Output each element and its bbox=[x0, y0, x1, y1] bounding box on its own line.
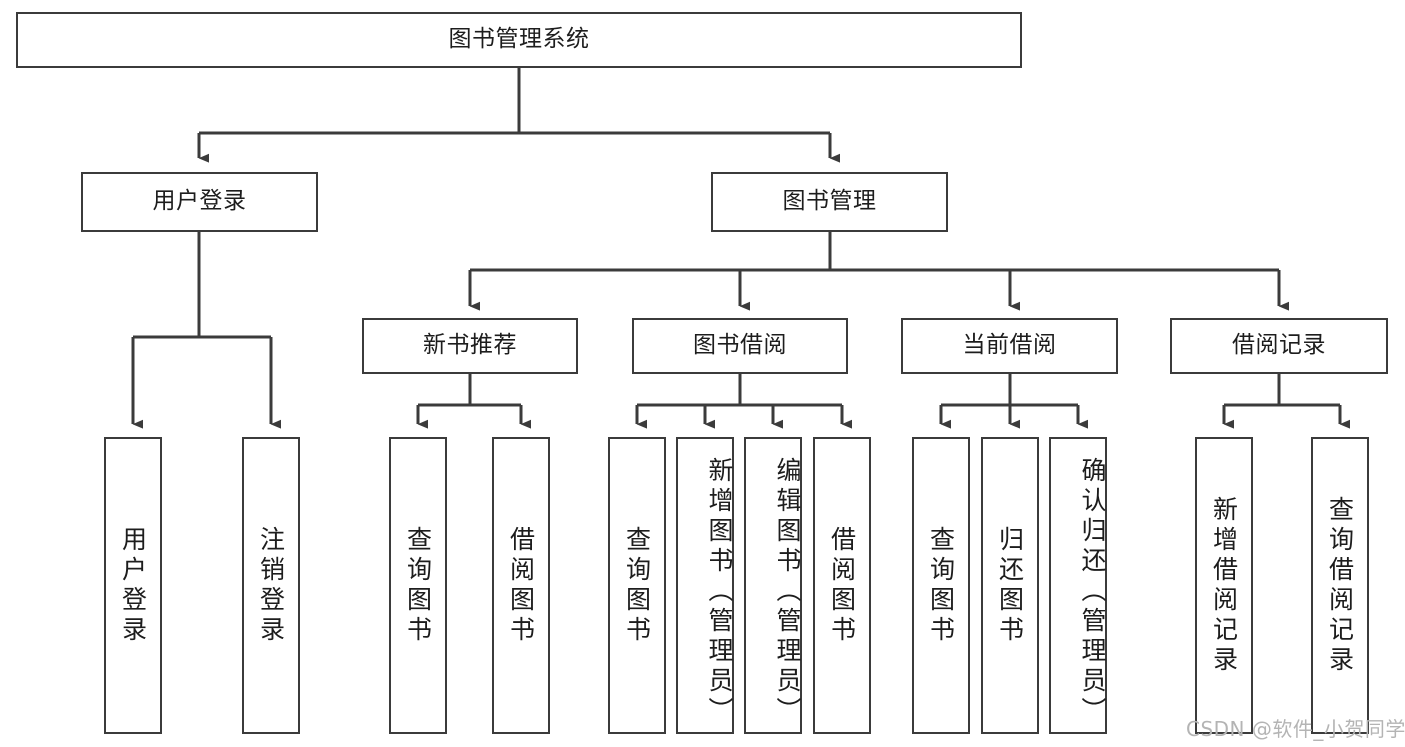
leaf-borrow-edit-book-admin[interactable]: 编辑图书（管理员） bbox=[744, 437, 802, 734]
node-borrow-record[interactable]: 借阅记录 bbox=[1170, 318, 1388, 374]
node-book-manage[interactable]: 图书管理 bbox=[711, 172, 948, 232]
leaf-user-login[interactable]: 用户登录 bbox=[104, 437, 162, 734]
leaf-current-query-book[interactable]: 查询图书 bbox=[912, 437, 970, 734]
node-user-login[interactable]: 用户登录 bbox=[81, 172, 318, 232]
node-current-borrow[interactable]: 当前借阅 bbox=[901, 318, 1118, 374]
leaf-user-logout[interactable]: 注销登录 bbox=[242, 437, 300, 734]
leaf-recommend-borrow-book[interactable]: 借阅图书 bbox=[492, 437, 550, 734]
csdn-watermark: CSDN @软件_小贺同学 bbox=[1186, 717, 1405, 741]
leaf-recommend-query-book[interactable]: 查询图书 bbox=[389, 437, 447, 734]
node-new-book-recommend[interactable]: 新书推荐 bbox=[362, 318, 578, 374]
leaf-borrow-add-book-admin[interactable]: 新增图书（管理员） bbox=[676, 437, 734, 734]
leaf-current-return-book[interactable]: 归还图书 bbox=[981, 437, 1039, 734]
leaf-record-query[interactable]: 查询借阅记录 bbox=[1311, 437, 1369, 734]
leaf-record-add[interactable]: 新增借阅记录 bbox=[1195, 437, 1253, 734]
leaf-borrow-borrow-book[interactable]: 借阅图书 bbox=[813, 437, 871, 734]
leaf-borrow-query-book[interactable]: 查询图书 bbox=[608, 437, 666, 734]
leaf-current-confirm-return-admin[interactable]: 确认归还（管理员） bbox=[1049, 437, 1107, 734]
node-book-borrow[interactable]: 图书借阅 bbox=[632, 318, 848, 374]
node-root-system[interactable]: 图书管理系统 bbox=[16, 12, 1022, 68]
